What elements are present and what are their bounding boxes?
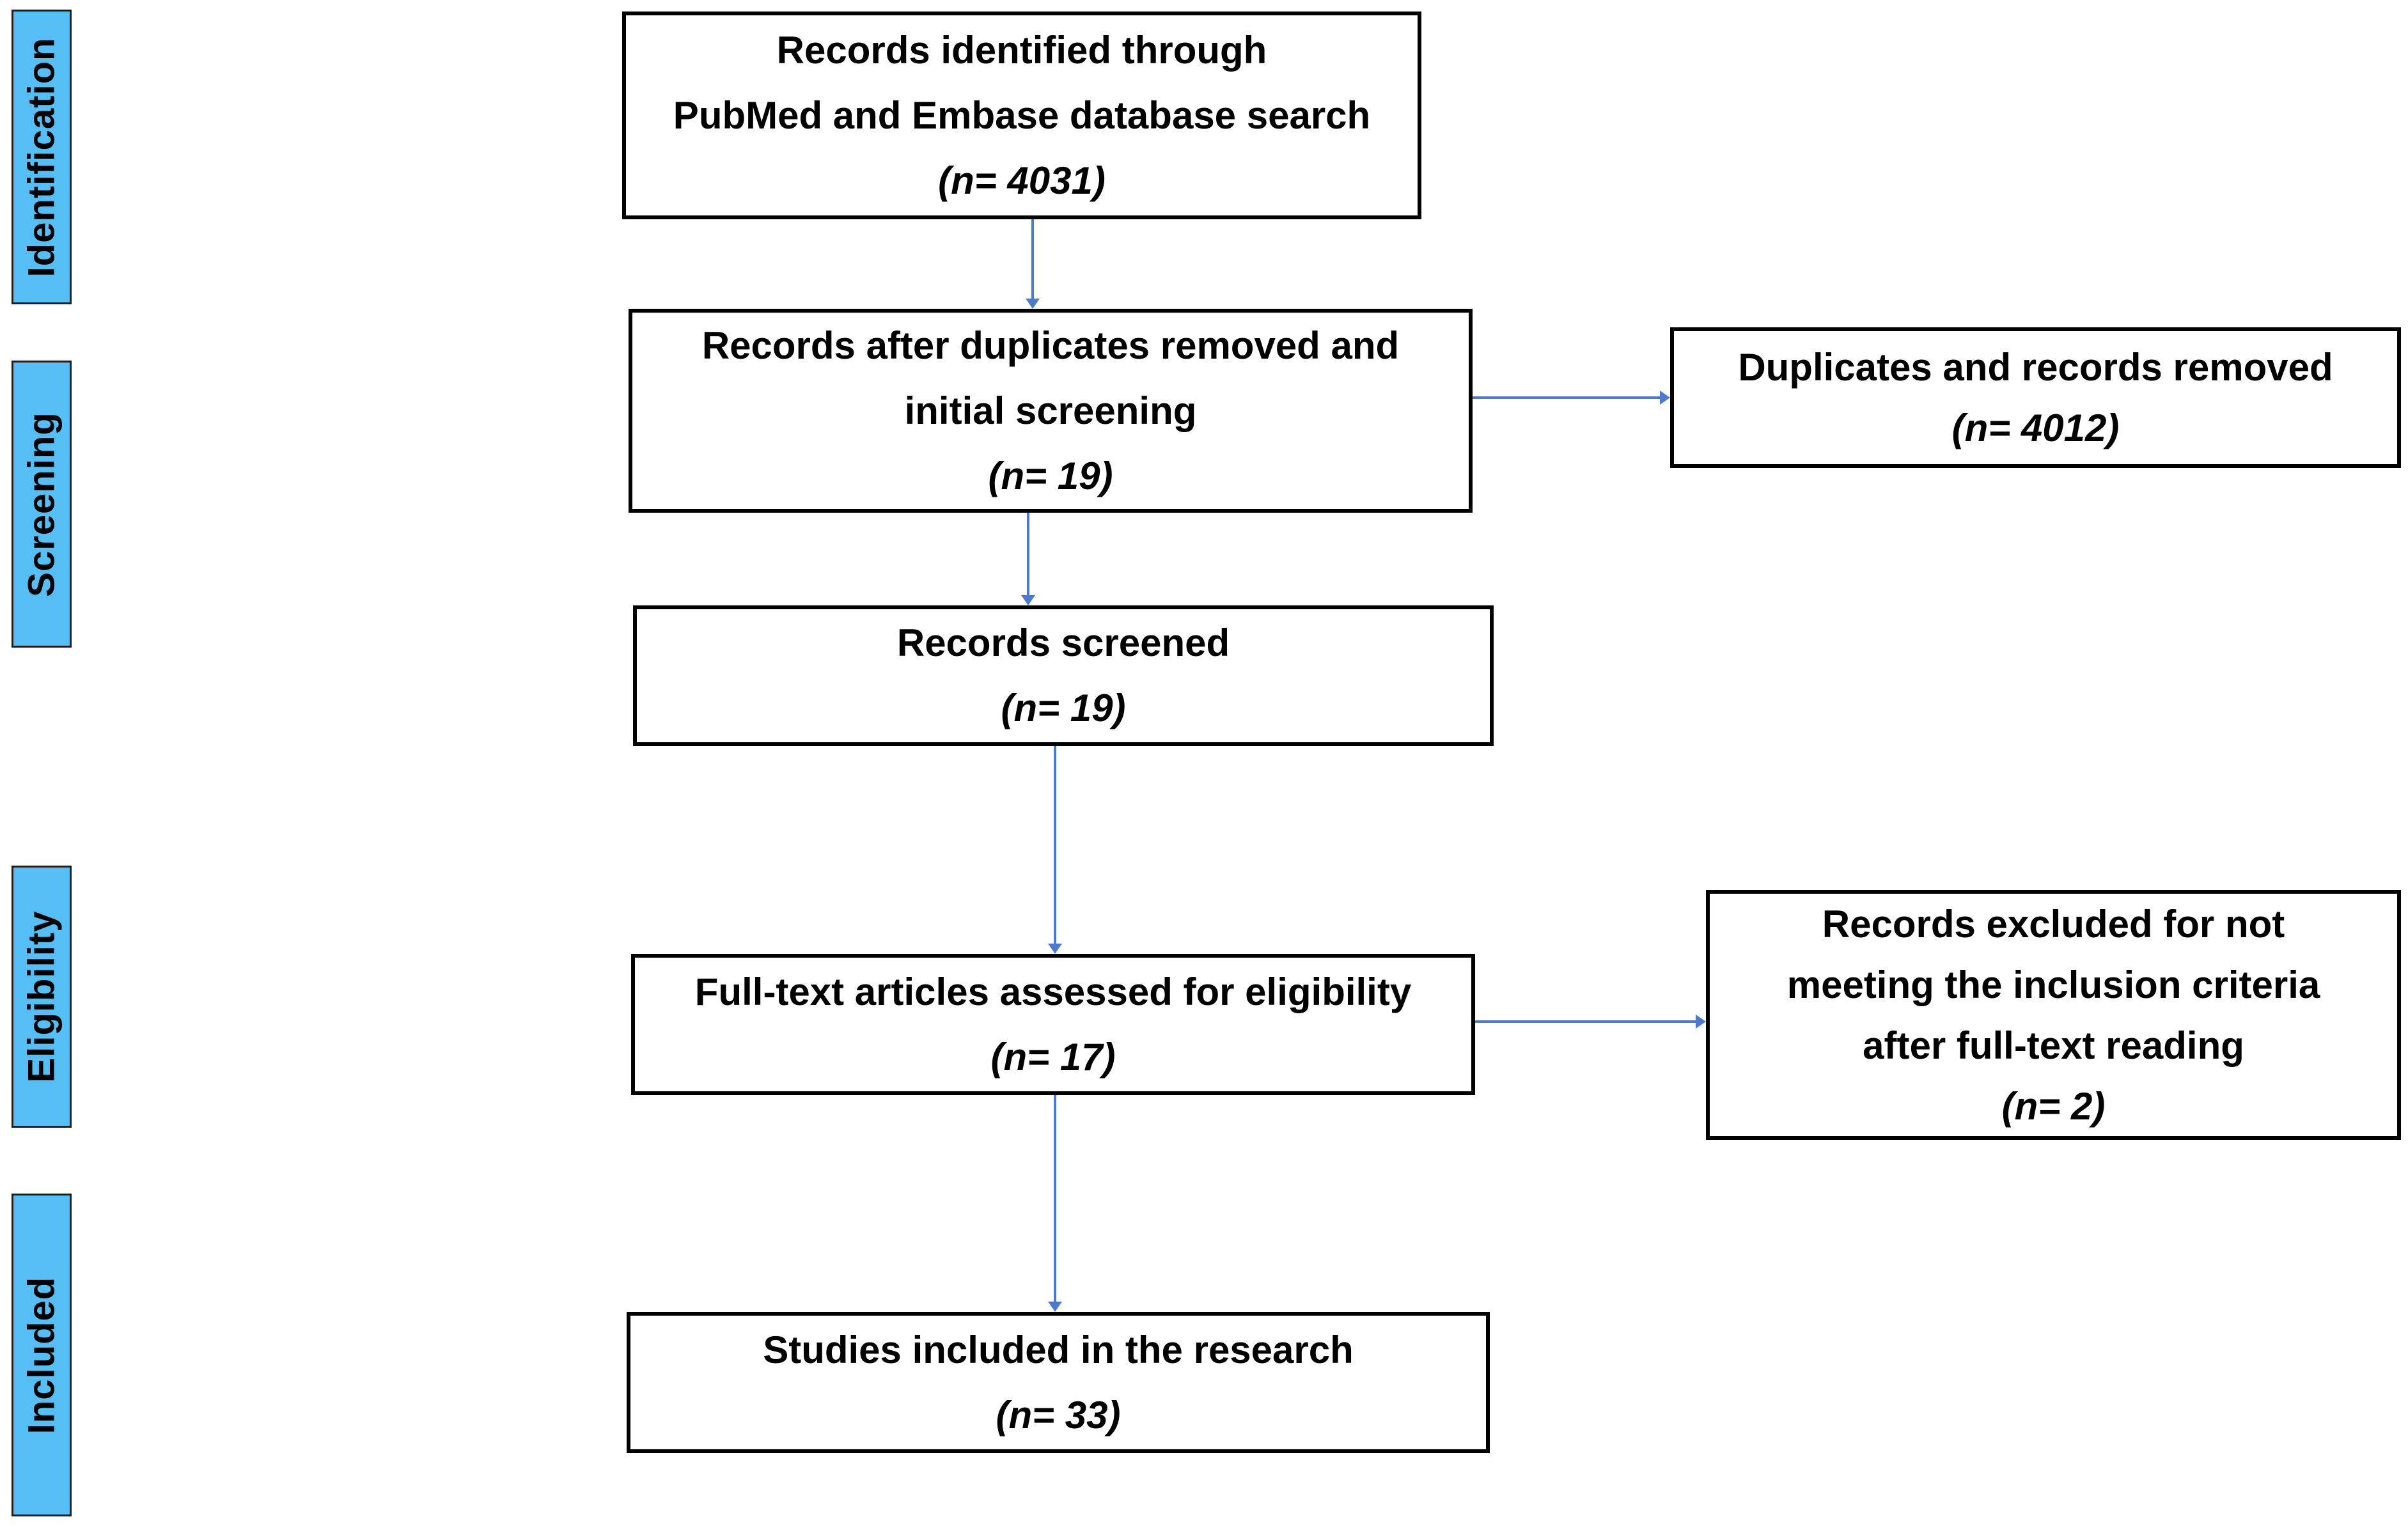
box-text-line: Records excluded for not	[1822, 902, 2285, 946]
box-text-line: Full-text articles assessed for eligibil…	[694, 970, 1412, 1013]
arrowhead-right-icon	[1660, 391, 1670, 405]
box-text-line: Records screened	[896, 621, 1230, 664]
stage-label-included-text: Included	[20, 1276, 63, 1434]
box-text-line: initial screening	[904, 389, 1197, 432]
arrow-identified-to-after-duplicates	[1031, 219, 1034, 299]
box-n-count: (n= 4012)	[1951, 407, 2120, 449]
flow-box-fulltext-assessed: Full-text articles assessed for eligibil…	[631, 954, 1475, 1095]
stage-label-screening-text: Screening	[20, 411, 63, 597]
box-n-count: (n= 4031)	[938, 159, 1106, 202]
box-text-line: Duplicates and records removed	[1738, 346, 2333, 389]
stage-label-included: Included	[12, 1194, 72, 1516]
box-n-count: (n= 19)	[988, 454, 1113, 497]
arrowhead-right-icon	[1696, 1015, 1706, 1029]
box-n-count: (n= 17)	[990, 1035, 1116, 1078]
flow-box-records-screened: Records screened (n= 19)	[633, 605, 1494, 746]
stage-label-screening: Screening	[12, 361, 72, 648]
arrowhead-down-icon	[1026, 299, 1040, 309]
arrow-fulltext-to-excluded	[1475, 1020, 1696, 1023]
box-text-line: PubMed and Embase database search	[673, 93, 1371, 137]
arrow-screened-to-fulltext	[1054, 746, 1056, 944]
stage-label-eligibility: Eligibility	[12, 866, 72, 1128]
box-text-line: meeting the inclusion criteria	[1786, 963, 2320, 1006]
box-text-line: Records identified through	[776, 28, 1267, 72]
stage-label-identification-text: Identification	[20, 37, 63, 277]
box-text-line: Records after duplicates removed and	[701, 323, 1400, 367]
flow-box-duplicates-removed: Duplicates and records removed (n= 4012)	[1670, 327, 2401, 468]
flow-box-studies-included: Studies included in the research (n= 33)	[627, 1312, 1490, 1453]
arrowhead-down-icon	[1048, 944, 1062, 954]
arrowhead-down-icon	[1048, 1302, 1062, 1312]
flow-box-after-duplicates: Records after duplicates removed and ini…	[629, 309, 1473, 513]
box-n-count: (n= 2)	[2001, 1084, 2106, 1128]
box-n-count: (n= 33)	[996, 1393, 1121, 1436]
arrow-fulltext-to-included	[1054, 1095, 1056, 1302]
arrowhead-down-icon	[1021, 595, 1035, 605]
box-n-count: (n= 19)	[1001, 687, 1126, 729]
arrow-after-duplicates-to-duplicates-removed	[1473, 396, 1660, 399]
stage-label-eligibility-text: Eligibility	[20, 910, 63, 1083]
flow-box-records-identified: Records identified through PubMed and Em…	[622, 12, 1421, 219]
box-text-line: after full-text reading	[1863, 1024, 2244, 1067]
flow-box-records-excluded: Records excluded for not meeting the inc…	[1706, 890, 2401, 1140]
box-text-line: Studies included in the research	[763, 1328, 1354, 1371]
stage-label-identification: Identification	[12, 10, 72, 304]
arrow-after-duplicates-to-screened	[1027, 513, 1029, 595]
